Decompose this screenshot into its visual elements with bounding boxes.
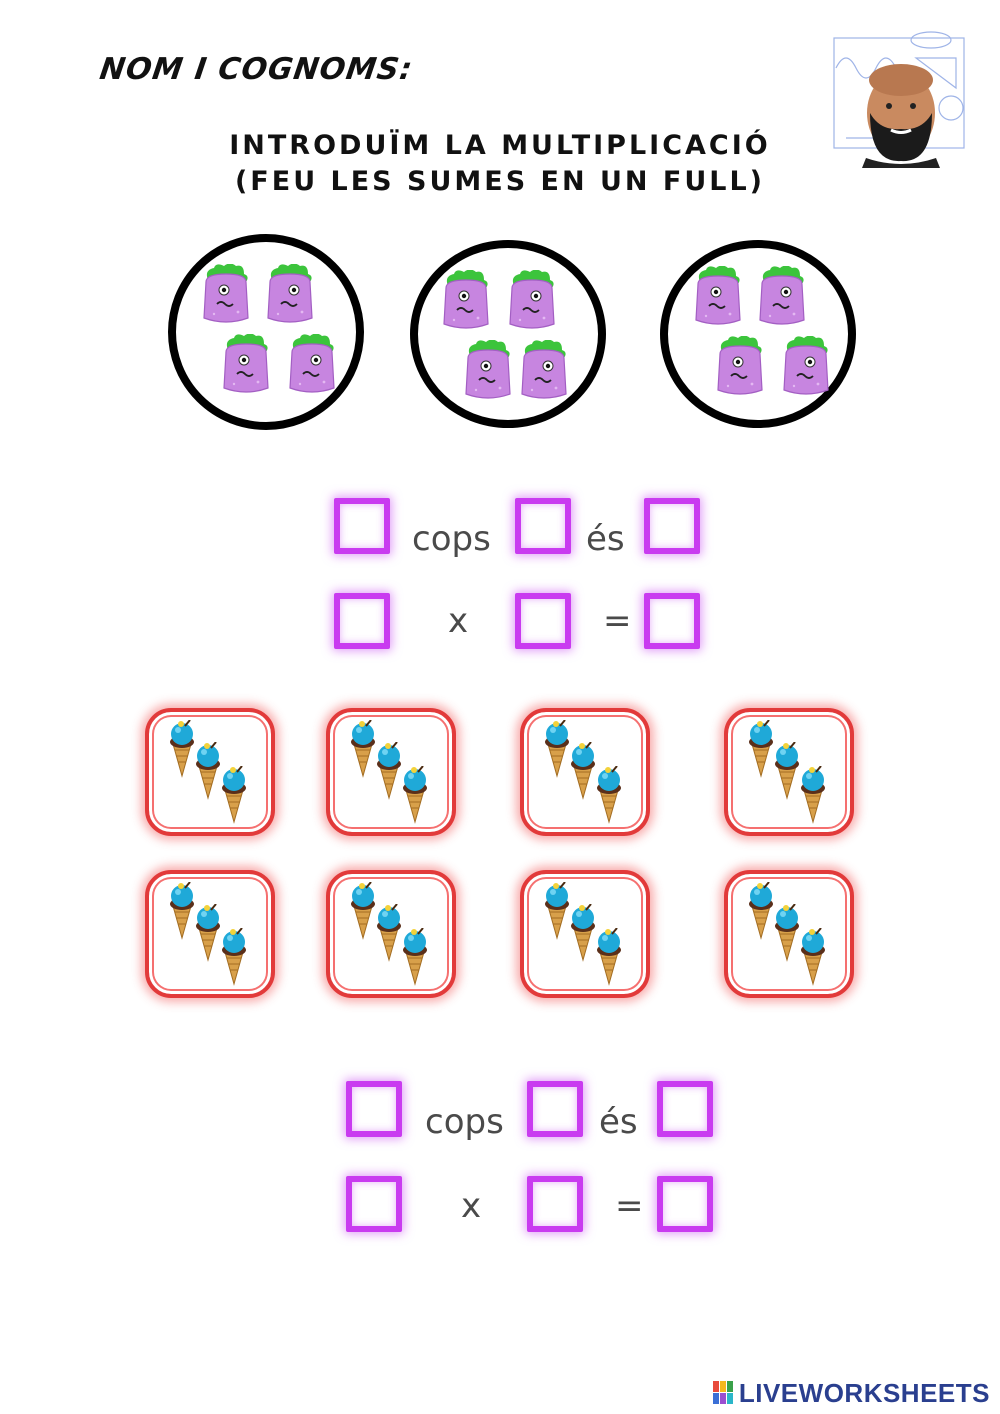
ice-cream-cone-icon	[796, 927, 830, 986]
answer-box-groups[interactable]	[334, 498, 390, 554]
answer-box-factor-2[interactable]	[515, 593, 571, 649]
ice-cream-cone-icon	[566, 741, 600, 800]
answer-box-product[interactable]	[644, 593, 700, 649]
ice-cream-cone-icon	[398, 765, 432, 824]
purple-monster-icon	[518, 339, 570, 400]
ice-cream-cone-icon	[217, 927, 251, 986]
purple-monster-icon	[506, 269, 558, 330]
answer-box-items[interactable]	[527, 1081, 583, 1137]
ice-cream-cone-icon	[372, 741, 406, 800]
monster-group-circle	[660, 240, 856, 428]
ice-cream-cone-icon	[744, 881, 778, 940]
ice-cream-cone-icon	[796, 765, 830, 824]
ice-cream-cone-icon	[191, 741, 225, 800]
answer-box-total[interactable]	[644, 498, 700, 554]
multiply-sign: x	[461, 1186, 482, 1226]
purple-monster-icon	[780, 335, 832, 396]
title-line-2: (FEU LES SUMES EN UN FULL)	[234, 166, 766, 197]
answer-box-factor-1[interactable]	[334, 593, 390, 649]
answer-box-groups[interactable]	[346, 1081, 402, 1137]
monster-group-circle	[168, 234, 364, 430]
ice-cream-cone-icon	[346, 719, 380, 778]
purple-monster-icon	[440, 269, 492, 330]
liveworksheets-logo-icon	[712, 1381, 733, 1404]
ice-cream-cone-icon	[217, 765, 251, 824]
name-label: NOM I COGNOMS:	[97, 52, 416, 87]
purple-monster-icon	[756, 265, 808, 326]
purple-monster-icon	[286, 333, 338, 394]
equals-sign: =	[615, 1186, 644, 1226]
purple-monster-icon	[714, 335, 766, 396]
ice-cream-cone-icon	[770, 903, 804, 962]
title-line-1: INTRODUÏM LA MULTIPLICACIÓ	[229, 130, 771, 161]
answer-box-factor-2[interactable]	[527, 1176, 583, 1232]
ice-cream-cone-icon	[191, 903, 225, 962]
answer-box-factor-1[interactable]	[346, 1176, 402, 1232]
word-cops: cops	[425, 1102, 504, 1142]
ice-cream-group-frame	[326, 870, 456, 998]
answer-box-product[interactable]	[657, 1176, 713, 1232]
ice-cream-cone-icon	[165, 881, 199, 940]
footer-brand: LIVEWORKSHEETS	[712, 1377, 990, 1408]
ice-cream-cone-icon	[540, 881, 574, 940]
purple-monster-icon	[200, 263, 252, 324]
word-es: és	[599, 1102, 638, 1142]
ice-cream-cone-icon	[372, 903, 406, 962]
monster-group-circle	[410, 240, 606, 428]
answer-box-items[interactable]	[515, 498, 571, 554]
word-es: és	[586, 519, 625, 559]
ice-cream-cone-icon	[398, 927, 432, 986]
equals-sign: =	[603, 601, 632, 641]
purple-monster-icon	[264, 263, 316, 324]
worksheet-title: INTRODUÏM LA MULTIPLICACIÓ (FEU LES SUME…	[0, 128, 1000, 200]
footer-brand-text: LIVEWORKSHEETS	[738, 1377, 990, 1408]
answer-box-total[interactable]	[657, 1081, 713, 1137]
multiply-sign: x	[448, 601, 469, 641]
word-cops: cops	[412, 519, 491, 559]
ice-cream-cone-icon	[346, 881, 380, 940]
purple-monster-icon	[462, 339, 514, 400]
ice-cream-cone-icon	[592, 927, 626, 986]
ice-cream-cone-icon	[592, 765, 626, 824]
ice-cream-cone-icon	[770, 741, 804, 800]
purple-monster-icon	[220, 333, 272, 394]
ice-cream-cone-icon	[540, 719, 574, 778]
ice-cream-cone-icon	[566, 903, 600, 962]
ice-cream-cone-icon	[744, 719, 778, 778]
purple-monster-icon	[692, 265, 744, 326]
teacher-avatar-icon	[826, 18, 976, 168]
ice-cream-cone-icon	[165, 719, 199, 778]
